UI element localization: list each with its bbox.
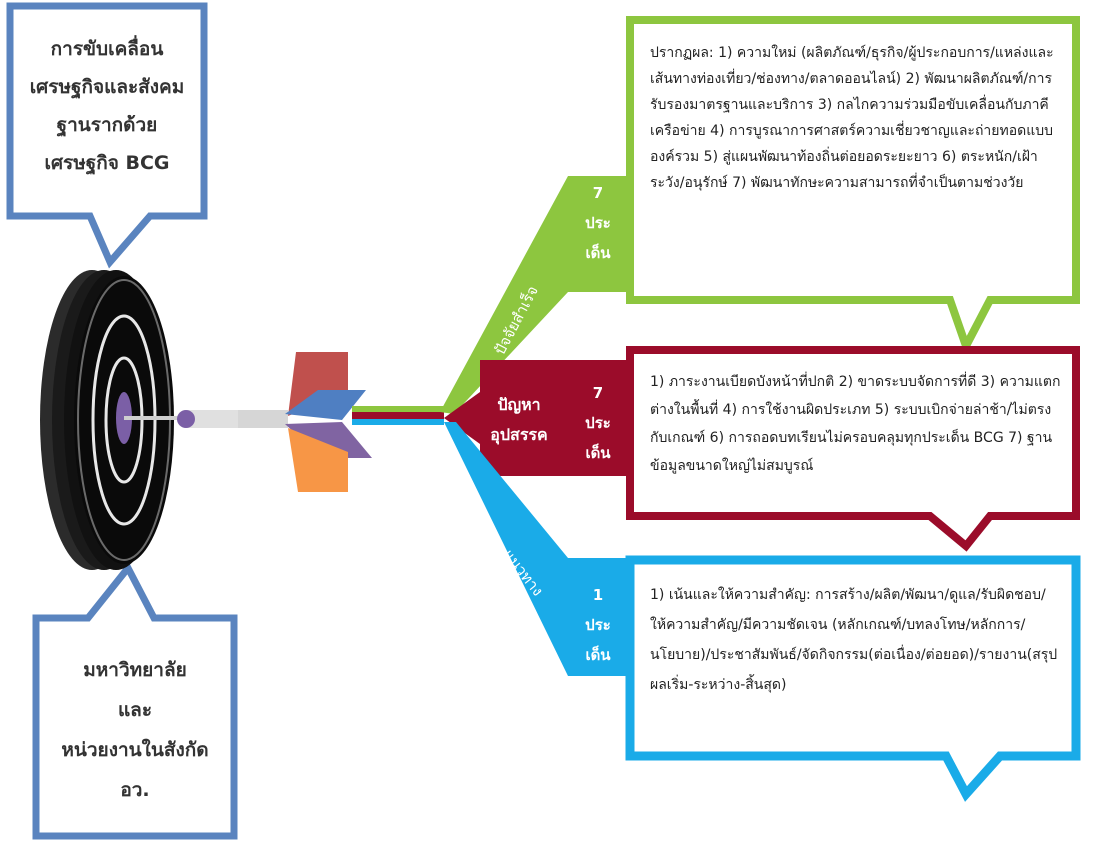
success-count-word: เด็น <box>585 244 611 262</box>
obstacles-count-word: เด็น <box>585 444 611 462</box>
dart-fin-orange <box>288 428 348 492</box>
dart-fin-purple <box>285 422 372 458</box>
dart <box>124 352 372 492</box>
success-callout-shape <box>626 16 1080 357</box>
guidelines-text: 1) เน้นและให้ความสำคัญ: การสร้าง/ผลิต/พั… <box>650 587 1058 693</box>
success-text: ปรากฏผล: 1) ความใหม่ (ผลิตภัณฑ์/ธุรกิจ/ผ… <box>650 45 1054 191</box>
top-callout-line: การขับเคลื่อน <box>50 38 164 60</box>
top-callout-line: เศรษฐกิจ BCG <box>44 152 170 174</box>
guidelines-count-number: 1 <box>592 586 604 604</box>
bottom-callout-text: มหาวิทยาลัย และ หน่วยงานในสังกัด อว. <box>40 650 230 810</box>
bottom-callout-line: หน่วยงานในสังกัด <box>61 739 209 761</box>
bottom-callout-shape <box>32 561 238 840</box>
bottom-callout-line: และ <box>117 699 153 721</box>
obstacles-count-number: 7 <box>592 384 604 402</box>
success-count-word: ประ <box>585 214 611 232</box>
guidelines-count-word: เด็น <box>585 646 611 664</box>
success-count: 7 ประ เด็น <box>570 178 626 268</box>
dart-fin-red <box>288 352 348 416</box>
obstacles-count-word: ประ <box>585 414 611 432</box>
dart-fin-blue <box>285 390 366 420</box>
top-callout-shape <box>6 2 208 269</box>
guidelines-count: 1 ประ เด็น <box>570 580 626 670</box>
success-arrow <box>440 176 628 414</box>
obstacles-callout-shape <box>626 346 1080 552</box>
obstacles-text: 1) ภาระงานเบียดบังหน้าที่ปกติ 2) ขาดระบบ… <box>650 374 1061 474</box>
obstacles-count: 7 ประ เด็น <box>570 378 626 468</box>
obstacles-arrow <box>444 360 626 476</box>
success-count-number: 7 <box>592 184 604 202</box>
guidelines-callout-shape <box>625 555 1081 802</box>
bottom-callout-line: อว. <box>120 779 150 801</box>
top-callout-text: การขับเคลื่อน เศรษฐกิจและสังคม ฐานรากด้ว… <box>14 30 200 182</box>
top-callout-line: เศรษฐกิจและสังคม <box>29 76 185 98</box>
bottom-callout-line: มหาวิทยาลัย <box>83 659 187 681</box>
obstacles-label-line: อุปสรรค <box>490 425 548 444</box>
top-callout-line: ฐานรากด้วย <box>56 114 158 136</box>
obstacles-label: ปัญหา อุปสรรค <box>482 390 556 450</box>
guidelines-count-word: ประ <box>585 616 611 634</box>
obstacles-label-line: ปัญหา <box>497 395 541 414</box>
guidelines-arrow <box>444 422 628 676</box>
